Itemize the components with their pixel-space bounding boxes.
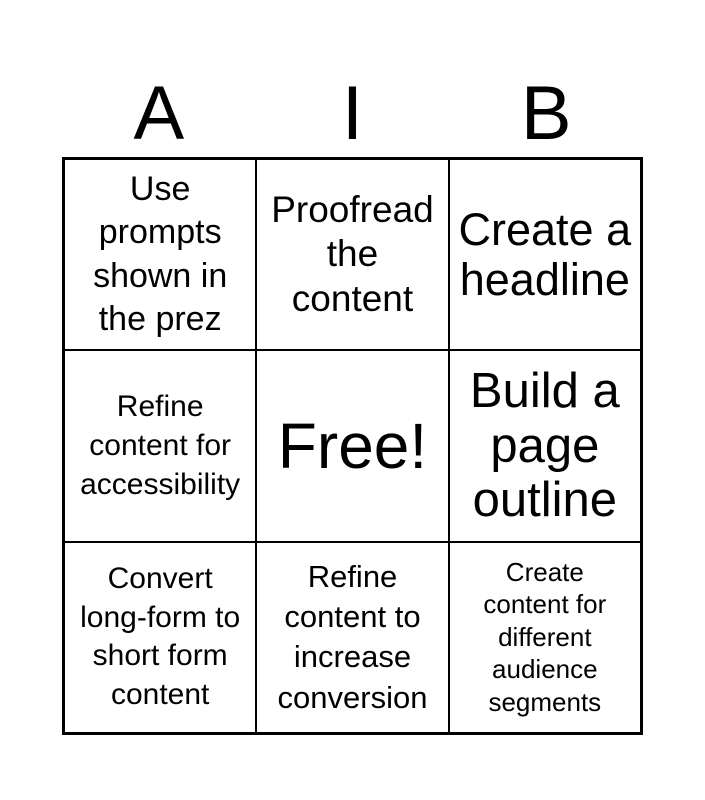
column-letter-i: I bbox=[341, 71, 364, 156]
free-space-text: Free! bbox=[277, 409, 428, 482]
bingo-cell-0-0[interactable]: Use prompts shown in the prez bbox=[64, 159, 257, 351]
bingo-cell-text: Use prompts shown in the prez bbox=[93, 170, 228, 338]
column-letters-header: A I B bbox=[62, 0, 643, 157]
bingo-cell-text: Refine content to increase conversion bbox=[277, 558, 428, 715]
bingo-card: A I B Use prompts shown in the prez Proo… bbox=[62, 0, 643, 735]
free-space-cell[interactable]: Free! bbox=[256, 350, 449, 542]
bingo-cell-text: Create content for different audience se… bbox=[483, 556, 607, 717]
bingo-cell-0-1[interactable]: Proofread the content bbox=[256, 159, 449, 351]
column-letter-b: B bbox=[520, 71, 572, 156]
bingo-cell-text: Create a headline bbox=[458, 204, 632, 305]
column-letter-a: A bbox=[133, 71, 185, 156]
bingo-cell-2-0[interactable]: Convert long-form to short form content bbox=[64, 541, 257, 733]
bingo-cell-text: Convert long-form to short form content bbox=[80, 562, 241, 711]
bingo-cell-0-2[interactable]: Create a headline bbox=[448, 159, 641, 351]
bingo-cell-text: Proofread the content bbox=[271, 189, 434, 319]
bingo-cell-2-1[interactable]: Refine content to increase conversion bbox=[256, 541, 449, 733]
bingo-cell-1-2[interactable]: Build a page outline bbox=[448, 350, 641, 542]
bingo-cell-2-2[interactable]: Create content for different audience se… bbox=[448, 541, 641, 733]
bingo-cell-text: Refine content for accessibility bbox=[80, 390, 241, 502]
bingo-grid: Use prompts shown in the prez Proofread … bbox=[62, 157, 643, 735]
bingo-cell-text: Build a page outline bbox=[469, 363, 620, 528]
bingo-cell-1-0[interactable]: Refine content for accessibility bbox=[64, 350, 257, 542]
